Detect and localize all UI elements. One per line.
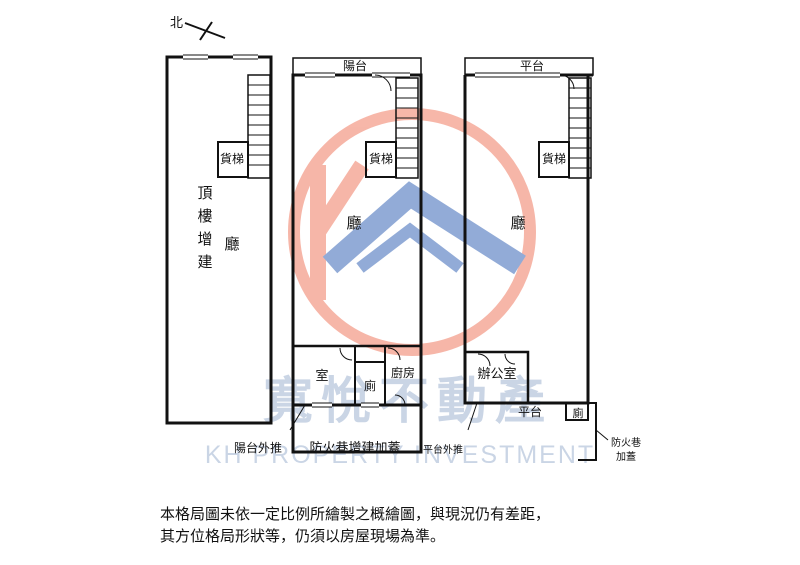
plan-middle-hall-label: 廳 [346,214,361,232]
plan-left-room-char-1: 頂 [197,184,212,202]
plan-right-outer-wall [463,75,590,405]
compass-arrow-icon [184,22,226,39]
plan-middle-outer-wall [291,73,423,454]
plan-right-elevator [538,141,570,178]
plan-middle-room-label: 室 [315,368,328,384]
disclaimer-line-1: 本格局圖未依一定比例所繪製之概繪圖，與現況仍有差距， [160,505,551,523]
plan-right-hall-label: 廳 [510,214,525,232]
plan-left-hall-label: 廳 [224,235,239,253]
plan-left-room-char-4: 建 [197,253,212,271]
fire-lane-pointer [595,429,609,441]
disclaimer-line-2: 其方位格局形狀等，仍須以房屋現場為準。 [160,527,446,545]
plan-right-platform-label: 平台 [520,58,544,73]
plan-right-platform-lower-label: 平台 [518,404,542,419]
plan-right-elevator-label: 貨梯 [542,151,566,166]
plan-left-stairs [247,74,271,179]
compass-north-label: 北 [170,16,183,31]
plan-middle [289,57,423,454]
watermark-roof-icon [322,181,526,275]
watermark-english-text: KH PROPERTY INVESTMENT [205,441,595,469]
plan-left-room-char-2: 樓 [197,207,212,225]
plan-right-toilet-label: 廁 [573,406,584,420]
plan-middle-elevator-label: 貨梯 [369,151,393,166]
watermark-k-letter [310,160,369,300]
plan-left-room-char-3: 增 [197,230,212,248]
plan-right-office-label: 辦公室 [477,366,516,382]
plan-left-outer-wall [165,55,273,425]
compass-cross-icon [199,21,213,41]
plan-middle-balcony-label: 陽台 [343,58,367,73]
plan-right-fire-lane-label-line2: 加蓋 [616,451,636,463]
plan-left-elevator [217,141,249,178]
disclaimer: 本格局圖未依一定比例所繪製之概繪圖，與現況仍有差距， 其方位格局形狀等，仍須以房… [160,503,760,547]
plan-right-fire-lane-label-line1: 防火巷 [611,436,641,449]
balcony-push-pointer [289,404,306,431]
plan-right [463,57,609,461]
plan-middle-fire-lane-label: 防火巷增建加蓋 [309,440,400,456]
plan-middle-toilet-label: 廁 [364,378,376,393]
plan-right-platform-push-label: 平台外推 [423,443,463,456]
plan-middle-balcony-push-label: 陽台外推 [234,440,282,455]
platform-push-pointer [467,402,478,431]
plan-middle-elevator [365,141,397,178]
plan-middle-kitchen-label: 廚房 [391,365,415,380]
plan-left-elevator-label: 貨梯 [220,151,244,166]
plan-left [165,54,273,425]
watermark-roof-inner-icon [356,222,464,273]
watermark-logo [288,108,536,356]
compass: 北 [170,16,226,41]
